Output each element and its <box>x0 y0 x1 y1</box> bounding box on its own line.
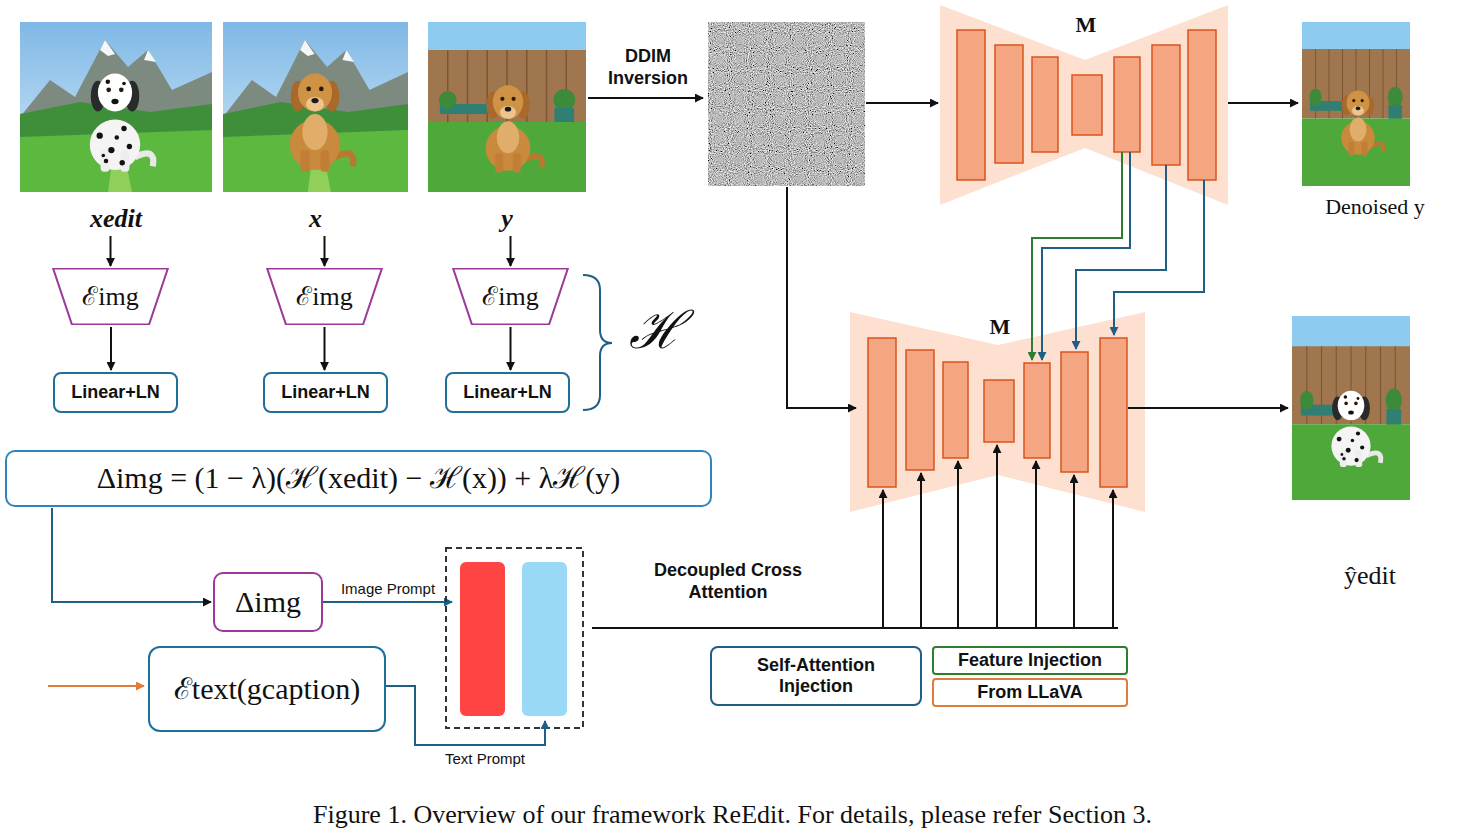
model-label: M <box>982 314 1018 340</box>
connector <box>510 236 512 266</box>
attention-injection-line <box>1042 152 1130 360</box>
image-prompt-bar <box>460 562 505 716</box>
node-text: ℰtext(gcaption) <box>174 672 360 707</box>
image-panel: y <box>428 22 586 234</box>
legend-box: Feature Injection <box>932 646 1128 675</box>
text-prompt-bar <box>522 562 567 716</box>
figure-caption: Figure 1. Overview of our framework ReEd… <box>0 800 1465 830</box>
node-text: Δimg <box>235 585 301 620</box>
flow-arrow <box>1128 407 1288 409</box>
dashed-prompt-box <box>446 548 583 728</box>
linear-ln-box: Linear+LN <box>53 372 178 413</box>
model-label: M <box>1068 12 1104 38</box>
connector <box>510 327 512 370</box>
flow-arrow <box>1228 102 1298 104</box>
node-text: ℰimg <box>82 282 138 312</box>
connector <box>110 236 112 266</box>
node-text: Self-Attention Injection <box>720 655 912 696</box>
image-panel: xedit <box>20 22 212 234</box>
formula-box: Δimg = (1 − λ)(ℋ(xedit) − ℋ(x)) + λℋ(y) <box>5 450 712 507</box>
text-prompt-line <box>386 686 545 745</box>
prompt-arrow <box>323 601 452 603</box>
step-label: Decoupled Cross Attention <box>638 560 818 603</box>
node-text: Feature Injection <box>958 650 1102 671</box>
denoised-image-illustration <box>1302 22 1410 186</box>
node-text: ℰimg <box>296 282 352 312</box>
flow-arrow <box>787 187 856 408</box>
connector <box>324 327 326 370</box>
image-label: ŷedit <box>1320 560 1420 591</box>
llava-arrow <box>48 685 144 687</box>
trapezoid-shape <box>53 269 168 325</box>
noise-image <box>708 22 865 186</box>
connector <box>110 327 112 370</box>
node-text: ℰimg <box>482 282 538 312</box>
image-label: Denoised y <box>1300 194 1450 220</box>
image-caption: xedit <box>90 204 142 234</box>
node-text: Linear+LN <box>281 382 370 403</box>
image-y-illustration <box>428 22 586 192</box>
attention-injection-line <box>1114 180 1204 335</box>
linear-ln-box: Linear+LN <box>445 372 570 413</box>
trapezoid-shape <box>453 269 568 325</box>
prompt-label: Text Prompt <box>425 750 545 768</box>
cross-attention-bus <box>592 627 1118 629</box>
unet-upper <box>940 5 1228 205</box>
image-x-illustration <box>223 22 408 192</box>
legend-box: From LLaVA <box>932 678 1128 707</box>
flow-arrow <box>866 102 938 104</box>
image-panel: x <box>223 22 408 234</box>
attention-injection-line <box>1076 165 1166 349</box>
symbol-label: ℋ <box>616 300 696 362</box>
encoder-trapezoid: ℰimg <box>266 268 383 325</box>
trapezoid-shape <box>267 269 382 325</box>
prompt-label: Image Prompt <box>328 580 448 598</box>
image-xedit-illustration <box>20 22 212 192</box>
node-text: Linear+LN <box>71 382 160 403</box>
image-caption: x <box>309 204 322 234</box>
encoder-trapezoid: ℰimg <box>452 268 569 325</box>
edited-image-illustration <box>1292 316 1410 500</box>
cross-attention-arrows <box>883 445 1113 628</box>
delta-img-box: Δimg <box>213 572 323 632</box>
ddim-arrow <box>588 97 703 99</box>
legend-box: Self-Attention Injection <box>710 646 922 706</box>
linear-ln-box: Linear+LN <box>263 372 388 413</box>
connector <box>52 508 211 602</box>
encoder-trapezoid: ℰimg <box>52 268 169 325</box>
node-text: From LLaVA <box>977 682 1083 703</box>
step-label: DDIM Inversion <box>598 46 698 89</box>
bracket <box>583 275 612 410</box>
node-text: Δimg = (1 − λ)(ℋ(xedit) − ℋ(x)) + λℋ(y) <box>97 461 621 496</box>
image-caption: y <box>501 204 513 234</box>
node-text: Linear+LN <box>463 382 552 403</box>
text-encoder-box: ℰtext(gcaption) <box>148 646 386 732</box>
connector <box>324 236 326 266</box>
